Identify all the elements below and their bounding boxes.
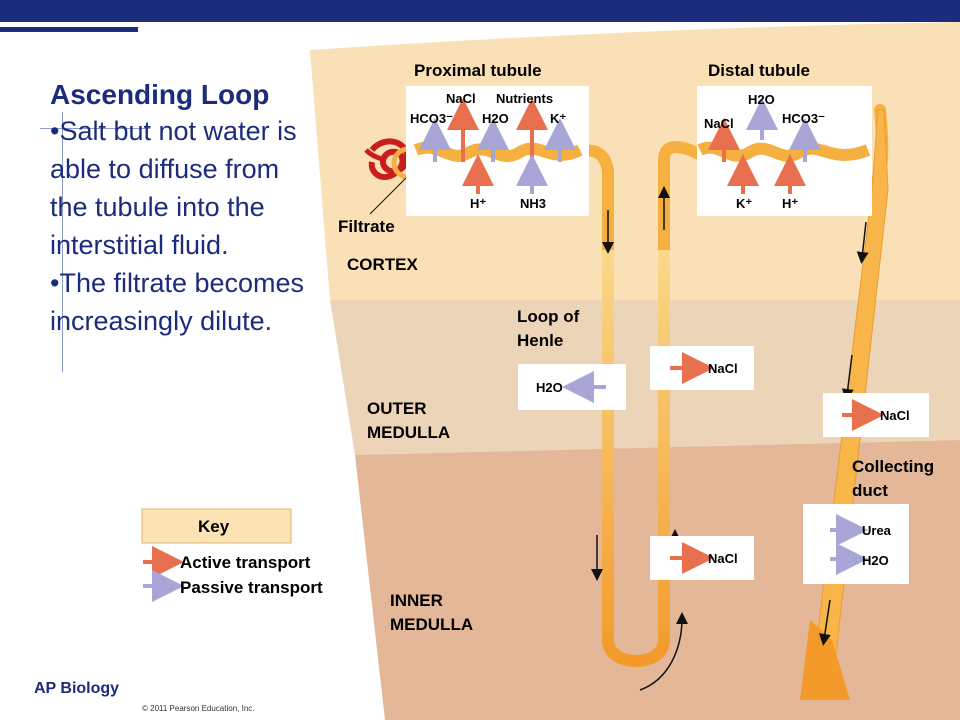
inner-medulla-label-1: INNER <box>390 591 443 610</box>
top-banner <box>0 0 960 22</box>
bullet-salt: •Salt but not water is able to diffuse f… <box>50 116 297 260</box>
svg-text:H2O: H2O <box>862 553 889 568</box>
footer-label: AP Biology <box>34 680 120 697</box>
loop-of-henle-label-2: Henle <box>517 331 563 350</box>
slide-heading: Ascending Loop <box>50 79 270 110</box>
key-title: Key <box>198 517 230 536</box>
dist-k: K⁺ <box>736 196 752 211</box>
proximal-tubule-box: HCO3⁻ NaCl Nutrients H2O K⁺ H⁺ NH3 <box>406 86 589 216</box>
flow-arrow <box>856 221 869 264</box>
loop-salt-outer-box: NaCl <box>650 346 754 390</box>
key-passive: Passive transport <box>180 578 323 597</box>
key-active: Active transport <box>180 553 311 572</box>
cortex-label: CORTEX <box>347 255 419 274</box>
distal-tubule-box: H2O NaCl HCO3⁻ K⁺ H⁺ <box>697 86 872 216</box>
loop-water-box: H2O <box>518 364 626 410</box>
inner-medulla-label-2: MEDULLA <box>390 615 473 634</box>
slide-text: Ascending Loop •Salt but not water is ab… <box>50 78 320 340</box>
svg-text:H2O: H2O <box>536 380 563 395</box>
svg-text:NaCl: NaCl <box>880 408 910 423</box>
svg-text:NaCl: NaCl <box>708 361 738 376</box>
collecting-duct-label-2: duct <box>852 481 888 500</box>
distal-tubule-label: Distal tubule <box>708 61 810 80</box>
svg-text:Urea: Urea <box>862 523 892 538</box>
flow-arrow <box>639 612 688 691</box>
prox-k: K⁺ <box>550 111 566 126</box>
copyright: © 2011 Pearson Education, Inc. <box>142 704 255 713</box>
collecting-duct-label-1: Collecting <box>852 457 934 476</box>
loop-of-henle-label-1: Loop of <box>517 307 580 326</box>
decor-horizontal-line <box>40 128 150 129</box>
outer-medulla-region <box>330 300 960 455</box>
filtrate-label: Filtrate <box>338 217 395 236</box>
proximal-tubule-label: Proximal tubule <box>414 61 542 80</box>
bullet-filtrate: •The filtrate becomes increasingly dilut… <box>50 268 305 336</box>
decor-vertical-line <box>62 112 63 372</box>
prox-h: H⁺ <box>470 196 486 211</box>
svg-text:NaCl: NaCl <box>708 551 738 566</box>
prox-h2o: H2O <box>482 111 509 126</box>
legend-key: Key Active transport Passive transport <box>141 508 323 602</box>
flow-arrow <box>818 599 831 646</box>
top-accent-line <box>0 27 138 32</box>
dist-h2o: H2O <box>748 92 775 107</box>
loop-salt-inner-box: NaCl <box>650 536 754 580</box>
duct-salt-box: NaCl <box>823 393 929 437</box>
prox-nutrients: Nutrients <box>496 91 553 106</box>
duct-urea-water-box: Urea H2O <box>803 504 909 584</box>
dist-nacl: NaCl <box>704 116 734 131</box>
outer-medulla-label-1: OUTER <box>367 399 427 418</box>
flow-arrow <box>841 354 854 401</box>
outer-medulla-label-2: MEDULLA <box>367 423 450 442</box>
prox-nh3: NH3 <box>520 196 546 211</box>
dist-h: H⁺ <box>782 196 798 211</box>
prox-hco3: HCO3⁻ <box>410 111 453 126</box>
prox-nacl: NaCl <box>446 91 476 106</box>
dist-hco3: HCO3⁻ <box>782 111 825 126</box>
